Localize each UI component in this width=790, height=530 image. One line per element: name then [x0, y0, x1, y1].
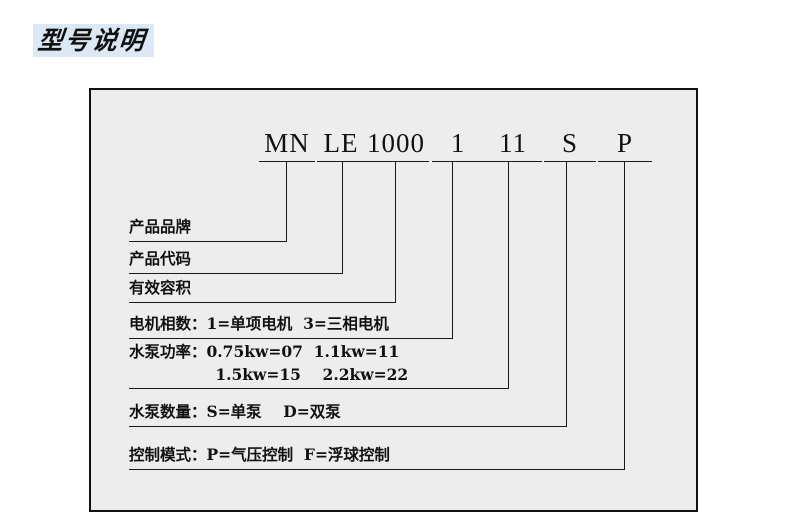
connector-line-motor-phase	[452, 162, 453, 339]
legend-label-control-mode: 控制模式：P=气压控制 F=浮球控制	[129, 445, 390, 464]
legend-row-control-mode: 控制模式：P=气压控制 F=浮球控制	[129, 443, 625, 470]
connector-line-volume	[395, 162, 396, 303]
legend-row-volume: 有效容积	[129, 276, 396, 303]
model-code-text-control-mode: P	[616, 128, 634, 158]
legend-row-motor-phase: 电机相数：1=单项电机 3=三相电机	[129, 312, 453, 339]
legend-label-pump-power: 水泵功率：0.75kw=07 1.1kw=11 1.5kw=15 2.2kw=2…	[129, 342, 409, 384]
legend-label-motor-phase: 电机相数：1=单项电机 3=三相电机	[129, 314, 389, 333]
model-code-segment-volume: 1000	[363, 126, 429, 162]
model-code-text-pump-power: 11	[499, 128, 527, 158]
legend-label-volume: 有效容积	[129, 278, 192, 297]
legend-row-pump-count: 水泵数量：S=单泵 D=双泵	[129, 400, 567, 427]
model-code-segment-brand: MN	[259, 126, 315, 162]
legend-label-pump-count: 水泵数量：S=单泵 D=双泵	[129, 402, 341, 421]
model-code-text-brand: MN	[264, 128, 310, 158]
legend-row-pump-power: 水泵功率：0.75kw=07 1.1kw=11 1.5kw=15 2.2kw=2…	[129, 342, 509, 389]
connector-line-product-code	[342, 162, 343, 274]
legend-label-brand: 产品品牌	[129, 217, 192, 236]
model-code-segment-control-mode: P	[598, 126, 652, 162]
page-title-block: 型号说明	[33, 24, 155, 57]
model-code-segment-pump-power: 11	[484, 126, 542, 162]
model-code-text-pump-count: S	[561, 128, 579, 158]
legend-label-product-code: 产品代码	[129, 249, 192, 268]
model-code-segment-motor-phase: 1	[432, 126, 484, 162]
connector-line-brand	[286, 162, 287, 242]
model-code-segment-product-code: LE	[317, 126, 365, 162]
model-code-text-product-code: LE	[323, 128, 359, 158]
legend-row-product-code: 产品代码	[129, 247, 343, 274]
connector-line-pump-count	[566, 162, 567, 427]
legend-row-brand: 产品品牌	[129, 215, 287, 242]
connector-line-pump-power	[508, 162, 509, 389]
model-code-segment-pump-count: S	[544, 126, 596, 162]
page-title: 型号说明	[36, 26, 148, 55]
model-code-text-volume: 1000	[367, 128, 425, 158]
connector-line-control-mode	[624, 162, 625, 470]
model-code-text-motor-phase: 1	[450, 128, 466, 158]
